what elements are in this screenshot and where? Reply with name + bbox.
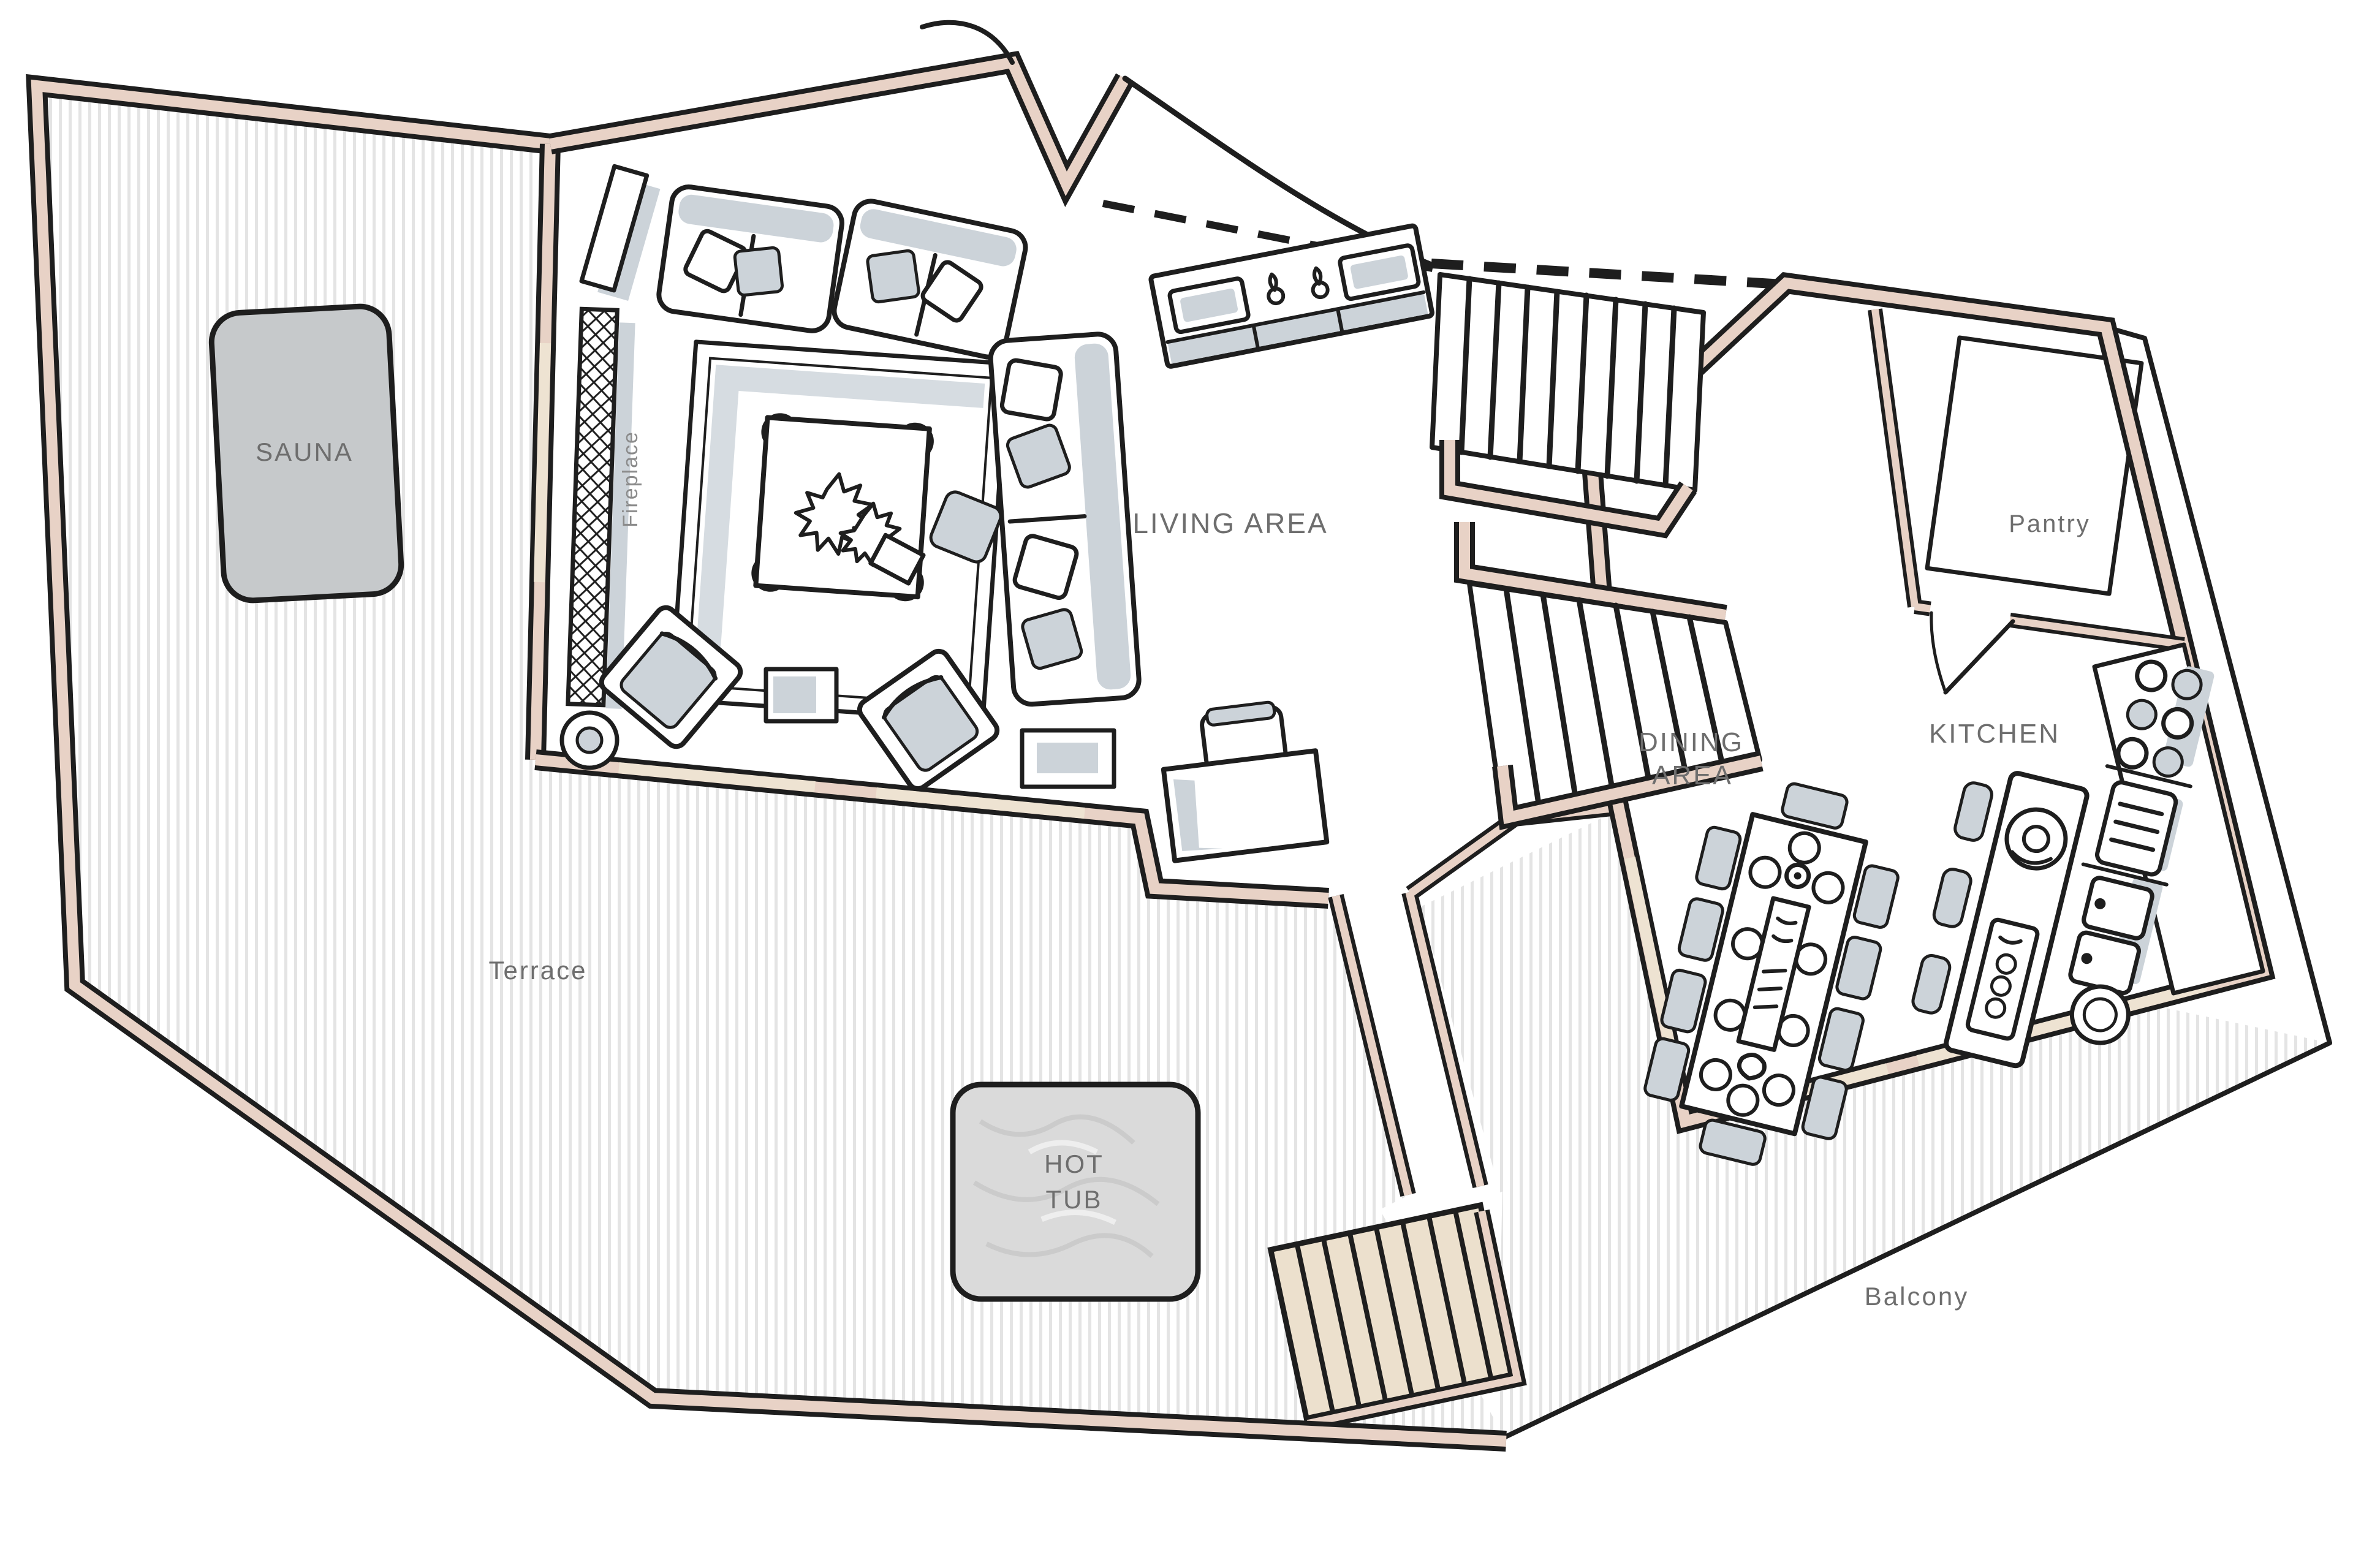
stool bbox=[1932, 868, 1972, 928]
armchair bbox=[857, 648, 1000, 792]
pantry-door bbox=[1929, 600, 2015, 695]
dining-table-set bbox=[1643, 782, 1900, 1166]
pillow bbox=[683, 229, 784, 297]
armchair bbox=[599, 605, 743, 749]
dining-kitchen-wing bbox=[1581, 272, 2276, 1166]
wall-shelf bbox=[579, 164, 661, 301]
label-balcony: Balcony bbox=[1865, 1282, 1969, 1311]
hot-tub bbox=[950, 1081, 1201, 1302]
table-decor bbox=[1737, 862, 1811, 1081]
sofa bbox=[832, 199, 1028, 360]
chair bbox=[1695, 825, 1742, 891]
label-dining-1: DINING bbox=[1639, 727, 1744, 757]
pillow bbox=[999, 358, 1083, 670]
grill-icon bbox=[2095, 780, 2178, 877]
sauna-cabin bbox=[208, 303, 404, 604]
sofa bbox=[988, 331, 1142, 707]
pouf bbox=[929, 490, 1002, 564]
label-dining-2: AREA bbox=[1652, 760, 1733, 790]
labels: SAUNA Terrace HOT TUB LIVING AREA Firepl… bbox=[256, 431, 2091, 1311]
stool bbox=[1953, 781, 1993, 842]
stool bbox=[1911, 954, 1952, 1015]
outdoor-steps bbox=[1267, 1202, 1527, 1431]
floor-lamp bbox=[559, 710, 620, 770]
sink-icon bbox=[2068, 876, 2154, 996]
stair-upper-flight bbox=[1430, 272, 1706, 493]
living-room bbox=[559, 164, 1434, 863]
label-pantry: Pantry bbox=[2009, 510, 2091, 537]
label-terrace: Terrace bbox=[488, 956, 587, 985]
label-fireplace: Fireplace bbox=[619, 431, 642, 528]
label-hot-tub-2: TUB bbox=[1046, 1185, 1103, 1214]
desk bbox=[1161, 700, 1330, 863]
island-sink-icon bbox=[2004, 807, 2068, 871]
table-runner bbox=[1736, 896, 1811, 1052]
kitchen-counter bbox=[2068, 642, 2265, 1045]
stove-icon bbox=[2116, 659, 2203, 778]
coffee-table bbox=[751, 413, 934, 602]
chair bbox=[1699, 1118, 1767, 1166]
label-hot-tub-1: HOT bbox=[1044, 1149, 1104, 1178]
chair bbox=[1643, 1037, 1691, 1102]
pantry-shelf bbox=[1925, 335, 2144, 596]
pillow bbox=[866, 249, 983, 323]
stairs bbox=[1430, 272, 1764, 830]
chair bbox=[1852, 864, 1900, 929]
kitchen-island bbox=[1911, 771, 2090, 1069]
island-hob-icon bbox=[1965, 917, 2040, 1041]
label-sauna: SAUNA bbox=[256, 437, 354, 466]
living-room-walls bbox=[525, 50, 1329, 909]
pot-icon bbox=[2069, 984, 2131, 1045]
sofa bbox=[656, 184, 844, 333]
candle-icon bbox=[1267, 266, 1330, 306]
chair bbox=[1835, 936, 1882, 1001]
label-kitchen: KITCHEN bbox=[1929, 719, 2060, 749]
chair bbox=[1677, 897, 1724, 962]
label-living-area: LIVING AREA bbox=[1132, 507, 1328, 539]
rug bbox=[669, 339, 1010, 724]
sideboard bbox=[1148, 223, 1434, 369]
chair bbox=[1660, 968, 1707, 1034]
chair bbox=[1817, 1007, 1865, 1072]
place-settings bbox=[1699, 831, 1845, 1117]
terrace-walls bbox=[26, 74, 1507, 1452]
chair bbox=[1781, 782, 1849, 830]
side-table bbox=[763, 667, 839, 724]
side-table bbox=[1020, 728, 1116, 789]
chair bbox=[1801, 1075, 1848, 1140]
fireplace-bench bbox=[566, 306, 635, 709]
